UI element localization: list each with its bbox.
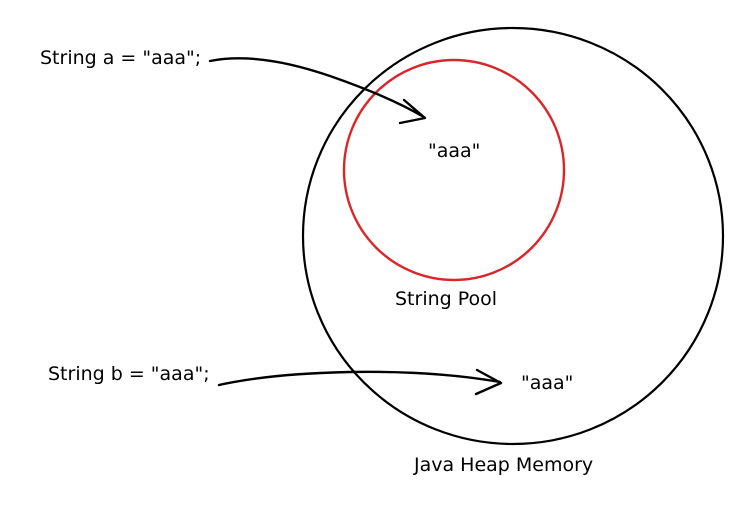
arrow-b-head <box>474 368 503 396</box>
arrow-b-to-heap <box>217 370 502 387</box>
string-pool-circle <box>342 58 566 282</box>
arrow-a-head <box>398 98 427 125</box>
string-pool-label: String Pool <box>395 288 497 310</box>
code-string-a: String a = "aaa"; <box>40 47 201 69</box>
code-string-b: String b = "aaa"; <box>48 363 210 385</box>
heap-value-label: "aaa" <box>521 372 573 394</box>
arrow-a-to-pool <box>208 57 424 118</box>
java-heap-label: Java Heap Memory <box>413 454 593 476</box>
pool-value-label: "aaa" <box>428 140 480 162</box>
java-heap-circle <box>301 26 725 446</box>
